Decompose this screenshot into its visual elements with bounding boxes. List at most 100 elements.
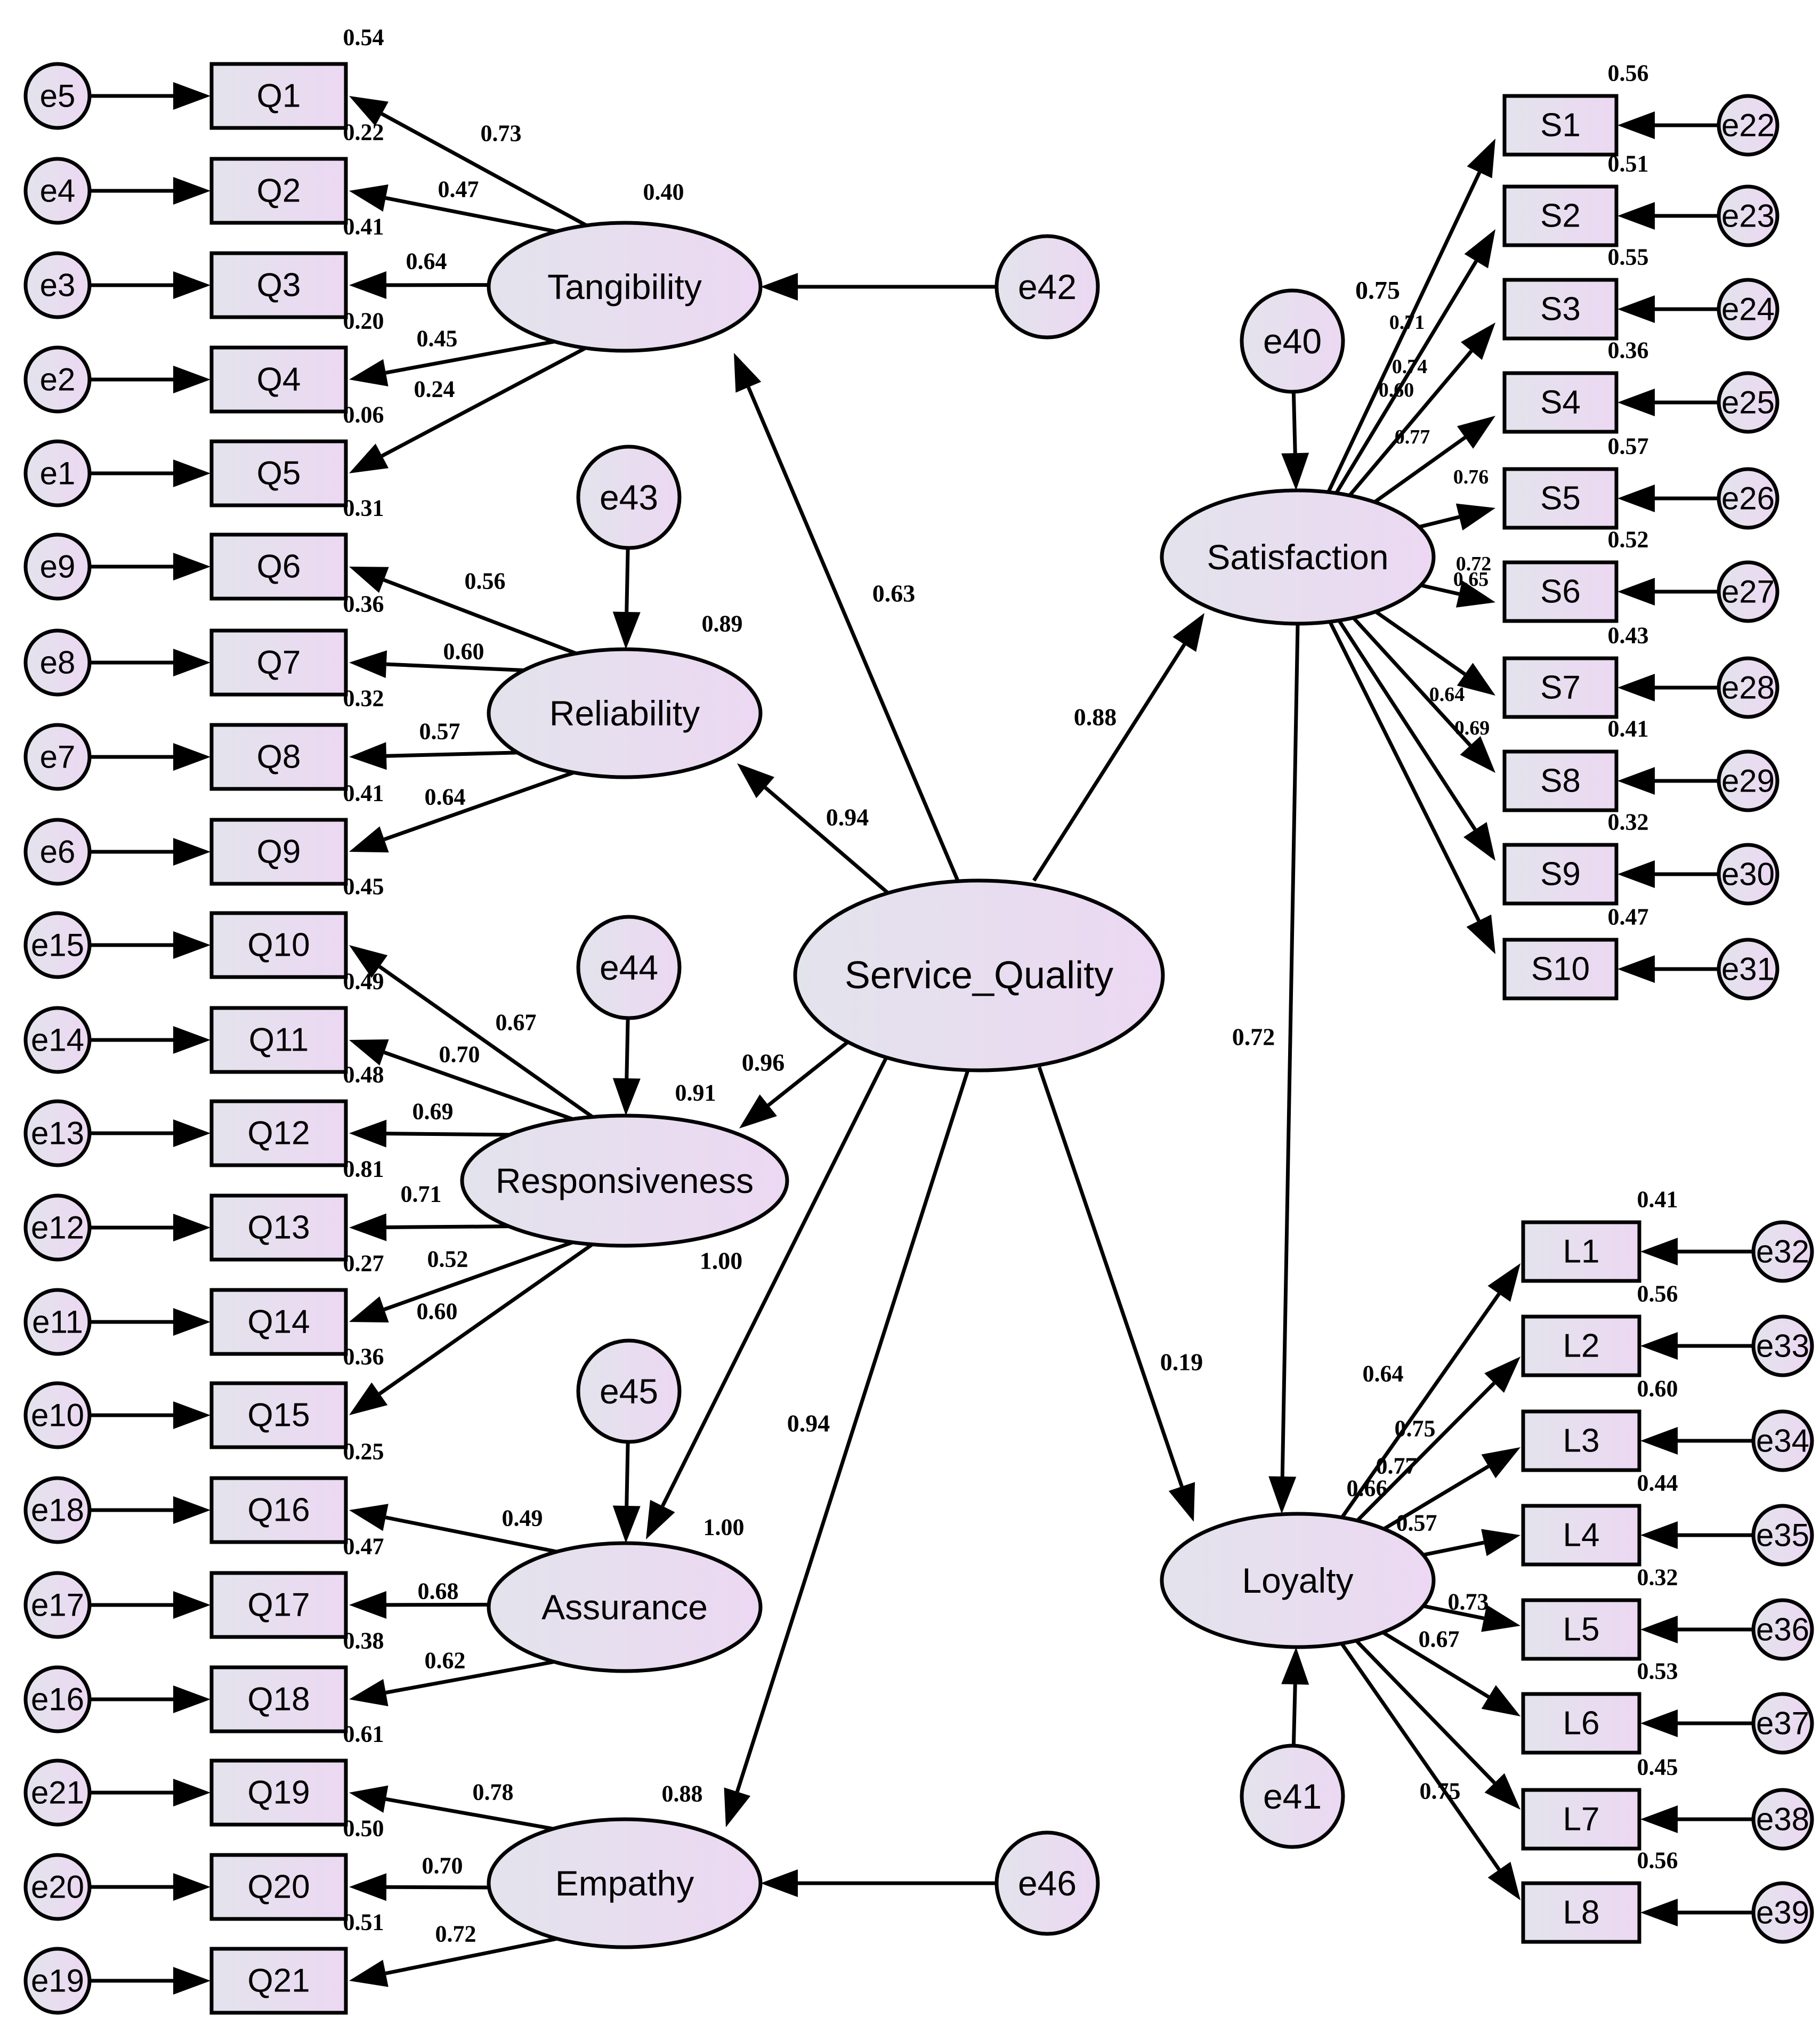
error-e26-label: e26 <box>1721 481 1775 517</box>
structural-service_quality-to-tangibility-line <box>747 386 960 882</box>
error-path-Q3-arrowhead <box>173 271 211 299</box>
latent-assurance-r2: 1.00 <box>703 1514 745 1540</box>
loading-L2-line <box>1356 1382 1496 1522</box>
loading-Q9-line <box>383 770 575 842</box>
error-path-L1-arrowhead <box>1640 1238 1678 1265</box>
indicator-Q5-label: Q5 <box>257 455 301 492</box>
error-path-S4-arrowhead <box>1617 389 1655 416</box>
indicator-L6-r2: 0.53 <box>1637 1658 1678 1684</box>
indicator-L5-box <box>1521 1598 1641 1661</box>
loading-Q11-coefficient: 0.70 <box>439 1042 480 1068</box>
indicator-S6-box <box>1502 560 1619 623</box>
indicator-Q4-r2: 0.20 <box>343 308 384 334</box>
loading-S10-coefficient: 0.69 <box>1454 717 1490 739</box>
indicator-L3-box <box>1521 1409 1641 1472</box>
loading-S4-coefficient: 0.60 <box>1379 379 1414 401</box>
loading-Q16-line <box>385 1515 557 1554</box>
loading-Q14-line <box>383 1240 573 1311</box>
error-e28-label: e28 <box>1721 670 1775 706</box>
structural-service_quality-to-responsiveness-coefficient: 0.96 <box>742 1049 785 1076</box>
error-e24-circle <box>1717 278 1779 341</box>
indicator-L3-label: L3 <box>1563 1423 1600 1459</box>
loading-Q7-coefficient: 0.60 <box>443 639 484 665</box>
disturbance-e40-line <box>1291 391 1297 454</box>
loading-L8-arrowhead <box>1487 1861 1520 1900</box>
indicator-L8-label: L8 <box>1563 1894 1600 1931</box>
disturbance-e42-arrowhead <box>761 273 798 301</box>
indicator-L1-box <box>1521 1220 1641 1283</box>
indicator-Q10-label: Q10 <box>247 927 310 964</box>
error-path-Q11-arrowhead <box>173 1026 211 1054</box>
loading-S7-line <box>1374 610 1466 676</box>
loading-L4-coefficient: 0.66 <box>1347 1475 1388 1502</box>
indicator-Q6-label: Q6 <box>257 548 301 585</box>
latent-tangibility-r2: 0.40 <box>643 179 684 205</box>
disturbance-e41-line <box>1291 1684 1297 1746</box>
structural-service_quality-to-satisfaction-line <box>1032 643 1186 882</box>
indicator-L4-label: L4 <box>1563 1517 1600 1554</box>
loading-Q5-line <box>381 346 587 458</box>
indicator-S3-label: S3 <box>1540 291 1581 328</box>
loading-S1-coefficient: 0.75 <box>1355 277 1400 305</box>
indicator-Q12-r2: 0.48 <box>343 1062 384 1088</box>
structural-service_quality-to-assurance-arrowhead <box>646 1499 675 1539</box>
loading-L3-arrowhead <box>1481 1447 1520 1479</box>
error-e11-label: e11 <box>32 1304 83 1340</box>
indicator-L8-box <box>1521 1881 1641 1944</box>
error-path-Q20-arrowhead <box>173 1873 211 1901</box>
disturbance-e45-arrowhead <box>612 1505 641 1544</box>
indicator-Q21-box <box>209 1947 348 2015</box>
error-path-Q2-arrowhead <box>173 177 211 205</box>
error-e8-label: e8 <box>40 645 76 681</box>
indicator-L4-box <box>1521 1504 1641 1567</box>
loading-S5-line <box>1418 515 1460 529</box>
error-e32-label: e32 <box>1756 1234 1809 1270</box>
indicator-S7-box <box>1502 656 1619 719</box>
indicator-Q15-label: Q15 <box>247 1397 310 1434</box>
error-e15-circle <box>23 911 92 979</box>
loading-Q7-line <box>386 662 524 672</box>
structural-satisfaction-to-loyalty-coefficient: 0.72 <box>1232 1023 1275 1051</box>
loading-S7-coefficient: 0.72 <box>1456 553 1492 575</box>
error-path-S5-arrowhead <box>1617 485 1655 512</box>
error-e12-circle <box>23 1193 92 1262</box>
loading-Q8-coefficient: 0.57 <box>419 719 460 745</box>
indicator-Q19-label: Q19 <box>247 1774 310 1811</box>
error-e37-circle <box>1751 1692 1814 1755</box>
indicator-Q10-r2: 0.45 <box>343 874 384 900</box>
indicator-Q15-box <box>209 1381 348 1449</box>
indicator-Q8-box <box>209 723 348 791</box>
error-path-Q6-arrowhead <box>173 553 211 580</box>
loading-S8-coefficient: 0.65 <box>1453 568 1489 591</box>
loading-Q16-coefficient: 0.49 <box>502 1505 543 1531</box>
loading-Q9-coefficient: 0.64 <box>425 784 466 810</box>
disturbance-e41-arrowhead <box>1281 1647 1309 1685</box>
loading-Q2-arrowhead <box>349 184 389 212</box>
error-e33-label: e33 <box>1756 1328 1809 1364</box>
error-e31-label: e31 <box>1721 951 1775 987</box>
latent-empathy-ellipse <box>487 1817 763 1949</box>
indicator-Q21-r2: 0.51 <box>343 1909 384 1935</box>
coefficient-labels-layer: 0.400.890.911.000.880.540.730.220.470.41… <box>343 25 1678 1947</box>
structural-service_quality-to-empathy-coefficient: 0.94 <box>787 1410 830 1437</box>
indicator-S8-r2: 0.41 <box>1608 716 1649 742</box>
loading-Q20-arrowhead <box>349 1873 387 1901</box>
error-e19-label: e19 <box>31 1963 84 1999</box>
error-e2-label: e2 <box>40 362 76 398</box>
structural-service_quality-to-assurance-line <box>661 1058 888 1507</box>
disturbance-e44-circle <box>576 915 682 1020</box>
indicator-L2-r2: 0.56 <box>1637 1281 1678 1307</box>
loading-L3-coefficient: 0.77 <box>1376 1453 1417 1479</box>
indicator-Q4-label: Q4 <box>257 361 301 398</box>
error-e21-circle <box>23 1758 92 1827</box>
indicator-Q12-label: Q12 <box>247 1115 310 1152</box>
disturbance-e43-line <box>625 547 630 612</box>
indicator-Q7-label: Q7 <box>257 644 301 681</box>
error-e32-circle <box>1751 1220 1814 1283</box>
loading-S10-arrowhead <box>1466 914 1495 954</box>
loading-S6-arrowhead <box>1455 580 1495 608</box>
error-path-Q18-arrowhead <box>173 1685 211 1713</box>
structural-service_quality-to-assurance-coefficient: 1.00 <box>700 1247 743 1274</box>
